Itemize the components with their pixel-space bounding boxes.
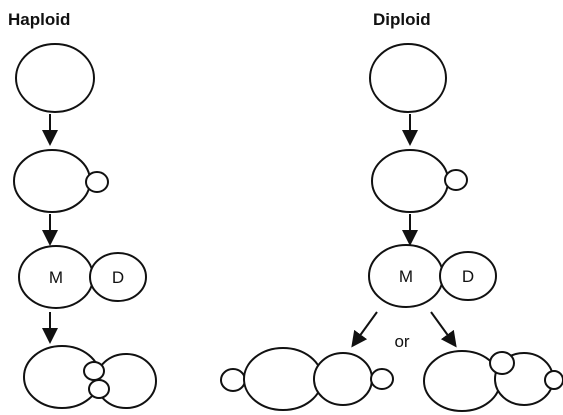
diploid-unbudded-cell [369, 43, 447, 113]
diploid-left-daughter-cell [313, 352, 373, 406]
diploid-daughter-cell [439, 251, 497, 301]
diploid-arrow-right [430, 311, 457, 348]
diploid-daughter-label: D [462, 267, 474, 286]
diploid-left-proximal-bud [220, 368, 246, 392]
diploid-arrow-left [351, 311, 378, 348]
diploid-column: M D or [220, 43, 563, 412]
haploid-small-bud [85, 171, 109, 193]
diploid-small-bud [444, 169, 468, 191]
haploid-daughter-label: D [112, 268, 124, 287]
diploid-left-mother-cell [243, 347, 323, 411]
haploid-daughter-cell [89, 252, 147, 302]
or-label: or [394, 332, 409, 351]
diploid-left-distal-bud [370, 368, 394, 390]
haploid-unbudded-cell [15, 43, 95, 113]
haploid-daughter-axial-bud [88, 379, 110, 399]
diploid-mother-label: M [399, 267, 413, 286]
haploid-title: Haploid [8, 10, 71, 29]
haploid-column: M D [13, 43, 157, 409]
diploid-mother-cell-small-bud [371, 149, 449, 213]
haploid-mother-label: M [49, 268, 63, 287]
diploid-right-mother-bud [489, 351, 515, 375]
diploid-right-daughter-bud [544, 370, 563, 390]
haploid-mother-cell-small-bud [13, 149, 91, 213]
haploid-mother-axial-bud [83, 361, 105, 381]
diploid-right-mother-cell [423, 350, 501, 412]
diploid-title: Diploid [373, 10, 431, 29]
